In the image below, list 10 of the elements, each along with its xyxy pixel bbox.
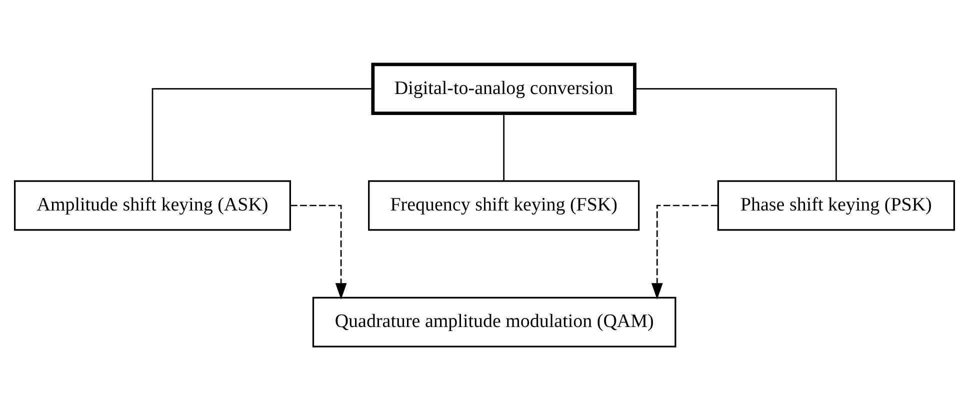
node-box: Quadrature amplitude modulation (QAM) <box>312 296 676 347</box>
connector <box>502 113 504 180</box>
node-box: Digital-to-analog conversion <box>370 62 636 114</box>
connector <box>151 88 372 180</box>
connector <box>634 88 836 180</box>
arrow <box>290 204 346 299</box>
node-box: Amplitude shift keying (ASK) <box>14 180 290 230</box>
node-box: Phase shift keying (PSK) <box>716 180 954 230</box>
node-box: Frequency shift keying (FSK) <box>368 180 640 230</box>
arrow <box>650 204 718 299</box>
